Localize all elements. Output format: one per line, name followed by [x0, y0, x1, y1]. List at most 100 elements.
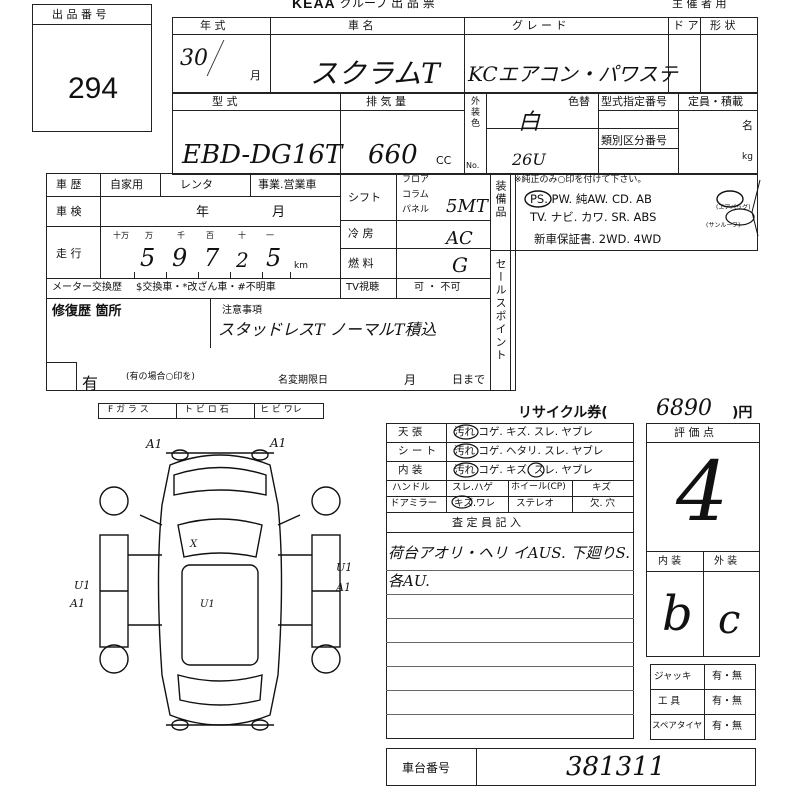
brand-logo: KEAA [292, 0, 336, 11]
stereo-label: ステレオ [516, 498, 555, 509]
tools-label: 工 具 [658, 696, 681, 707]
interior-circles [451, 424, 545, 509]
trim-label: 内 装 [398, 464, 423, 476]
ac-value: AC [446, 228, 473, 249]
chassis-box [386, 748, 756, 786]
mileage-digit: 5 [266, 244, 282, 272]
inspector-line2: 各AU. [388, 572, 430, 590]
history-private: 自家用 [110, 178, 143, 191]
airbag-sub: (エアバッグ) [716, 204, 751, 211]
f-glass-label: F ガ ラ ス [108, 405, 149, 415]
spare-tire-label: スペアタイヤ [652, 721, 703, 731]
wheel-value: キズ [592, 482, 612, 493]
meter-label: メーター交換歴 [52, 282, 122, 293]
equipment-note: ※純正のみ○印を付けて下さい。 [514, 175, 647, 185]
mileage-digit: 7 [204, 244, 220, 272]
sales-point-label: セールスポイント [494, 258, 507, 362]
interior-table [386, 423, 634, 739]
mileage-label: 走 行 [56, 247, 82, 260]
tv-value: 可 ・ 不可 [414, 282, 461, 293]
stereo-value: 欠. 穴 [590, 498, 616, 509]
inspection-label: 車 検 [56, 205, 82, 218]
mileage-unit: 百 [206, 231, 214, 240]
equipment-line1: PS. PW. 純AW. CD. AB [530, 192, 652, 206]
damage-mark: U1 [74, 579, 91, 592]
damage-mark: X [190, 539, 198, 550]
mileage-km-unit: km [294, 261, 308, 271]
mileage-unit: 万 [145, 231, 153, 240]
interior-score-label: 内 装 [658, 556, 682, 567]
lot-number-box [32, 4, 152, 132]
shift-floor: フロア [402, 175, 430, 185]
shift-column: コラム [402, 190, 429, 200]
exterior-score-label: 外 装 [714, 556, 738, 567]
cc-unit: CC [436, 154, 452, 167]
color-change-label: 色替 [568, 95, 590, 108]
color-value: 白 [518, 110, 541, 135]
equipment-side-label: 装備品 [494, 180, 507, 219]
equipment-line2: TV. ナビ. カワ. SR. ABS [530, 210, 657, 224]
capacity-unit-kg: kg [742, 152, 753, 162]
caution-label: 注意事項 [222, 305, 262, 316]
repair-label: 修復歴 箇所 [52, 304, 122, 319]
shift-panel: パネル [402, 205, 430, 215]
score-value: 4 [676, 445, 729, 540]
equipment-circles [524, 179, 761, 237]
glass-box [98, 403, 324, 419]
type-value: EBD-DG16T [182, 140, 343, 170]
mileage-digit: 9 [172, 244, 188, 272]
grade-label: グ レ ー ド [512, 19, 567, 32]
lot-number: 294 [68, 72, 119, 105]
ext-color-no-label: No. [466, 161, 480, 170]
damage-mark: A1 [270, 436, 287, 450]
vehicle-info-table [172, 17, 758, 175]
ext-color-label: 外装色 [469, 96, 479, 129]
mileage-digit: 2 [236, 248, 249, 272]
handle-label: ハンドル [392, 482, 431, 493]
mileage-unit: 十万 [113, 231, 129, 240]
tv-label: TV視聴 [346, 282, 379, 293]
color-no-value: 26U [512, 150, 546, 169]
rename-label: 名変期限日 [278, 375, 328, 386]
class-no-label: 類別区分番号 [601, 134, 667, 147]
ceiling-value: 汚れ コゲ. キズ. スレ. ヤブレ [454, 426, 593, 438]
history-business: 事業.営業車 [258, 178, 317, 191]
spec-no-label: 型式指定番号 [601, 95, 667, 108]
rename-day-until: 日まで [452, 373, 485, 386]
wheel-label: ホイール(CP) [511, 482, 566, 492]
body-label: 形 状 [710, 19, 736, 32]
caution-value: スタッドレスT ノーマルT積込 [218, 320, 437, 339]
mirror-value: キズ.ワレ [454, 498, 496, 509]
handle-value: スレ.ハゲ [452, 482, 494, 493]
fuel-label: 燃 料 [348, 257, 374, 270]
chip-label: ト ビ ロ 石 [184, 405, 229, 415]
form-title: グループ 出 品 票 [340, 0, 435, 10]
seat-label: シ ー ト [398, 445, 437, 457]
exterior-score-value: c [718, 597, 741, 643]
capacity-unit-persons: 名 [742, 119, 753, 132]
inspector-label: 査 定 員 記 入 [452, 516, 521, 529]
year-value: 30 [180, 46, 208, 71]
lot-number-label: 出 品 番 号 [52, 8, 107, 21]
tools-box [650, 664, 756, 740]
mileage-digit: 5 [140, 244, 156, 272]
inspection-year: 年 [196, 205, 210, 220]
shift-label: シフト [348, 191, 381, 204]
sunroof-sub: (サンルーフ) [706, 222, 741, 229]
displacement-value: 660 [368, 140, 418, 170]
mileage-unit: 千 [177, 231, 185, 240]
recycle-label: リサイクル券( [518, 405, 608, 421]
score-label: 評 価 点 [674, 426, 714, 439]
damage-mark: U1 [336, 561, 353, 574]
repair-value: 有 [82, 374, 99, 393]
grade-value: KCエアコン・パワステ [468, 62, 678, 86]
inspector-line1: 荷台アオリ・ヘリ イAUS. 下廻りS. [388, 544, 631, 562]
crack-label: ヒ ビ ワレ [260, 405, 302, 415]
door-label: ド ア [673, 19, 699, 32]
year-label: 年 式 [200, 19, 226, 32]
spare-tire-value: 有・無 [712, 721, 742, 732]
damage-mark: A1 [146, 437, 163, 451]
history-rental: レンタ [180, 178, 213, 191]
recycle-value: 6890 [656, 396, 712, 421]
jack-value: 有・無 [712, 671, 742, 682]
